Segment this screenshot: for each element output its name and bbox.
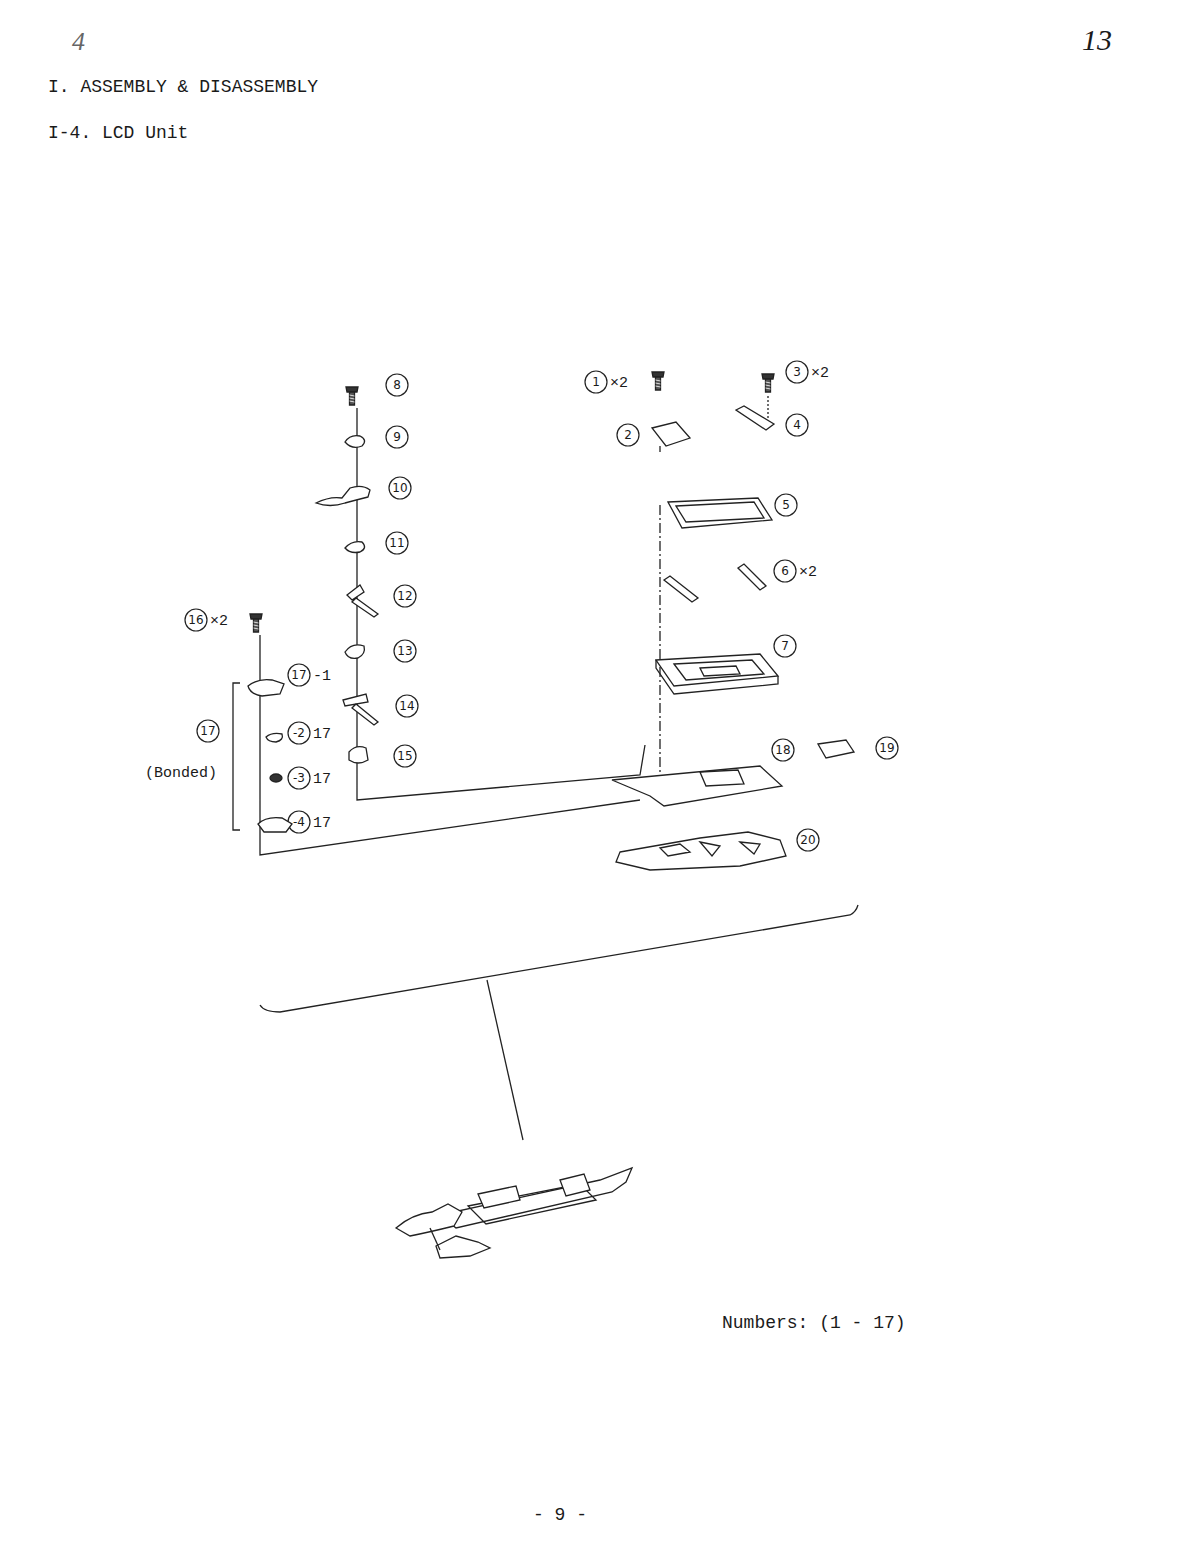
quantity: ×2 — [210, 614, 228, 629]
subsection-heading: I-4. LCD Unit — [48, 124, 188, 142]
callout-number: 15 — [397, 750, 412, 762]
callout-number: 7 — [781, 640, 789, 652]
page-number: 13 — [1082, 25, 1112, 55]
callout-number: 18 — [775, 744, 790, 756]
quantity: ×2 — [799, 565, 817, 580]
page-footer: - 9 - — [533, 1506, 587, 1524]
callout-number: 12 — [397, 590, 412, 602]
callout-number: 19 — [879, 742, 894, 754]
callout-number: 14 — [399, 700, 414, 712]
sub-number: 17 — [313, 727, 331, 742]
callout-number: 4 — [793, 419, 801, 431]
sub-number: 17 — [313, 772, 331, 787]
sub-number: -1 — [313, 669, 331, 684]
callout-number: 20 — [800, 834, 815, 846]
callout-number: 10 — [392, 482, 407, 494]
callout-number: -2 — [293, 727, 305, 739]
callout-number: -3 — [293, 772, 305, 784]
callout-number: 5 — [782, 499, 790, 511]
sub-number: 17 — [313, 816, 331, 831]
note: Numbers: (1 - 17) — [722, 1314, 906, 1332]
callout-number: 6 — [781, 565, 789, 577]
quantity: ×2 — [610, 376, 628, 391]
callout-number: 17 — [291, 669, 306, 681]
quantity: ×2 — [811, 366, 829, 381]
callout-number: 2 — [624, 429, 632, 441]
callout-number: 3 — [793, 366, 801, 378]
callout-number: 11 — [389, 537, 404, 549]
callout-number: 9 — [393, 431, 401, 443]
callout-number: 17 — [200, 725, 215, 737]
callout-number: -4 — [293, 816, 305, 828]
page-mark: 4 — [72, 29, 85, 55]
callout-number: 13 — [397, 645, 412, 657]
note: (Bonded) — [145, 766, 217, 781]
callout-number: 16 — [188, 614, 203, 626]
callout-number: 8 — [393, 379, 401, 391]
callout-number: 1 — [592, 376, 600, 388]
section-heading: I. ASSEMBLY & DISASSEMBLY — [48, 78, 318, 96]
